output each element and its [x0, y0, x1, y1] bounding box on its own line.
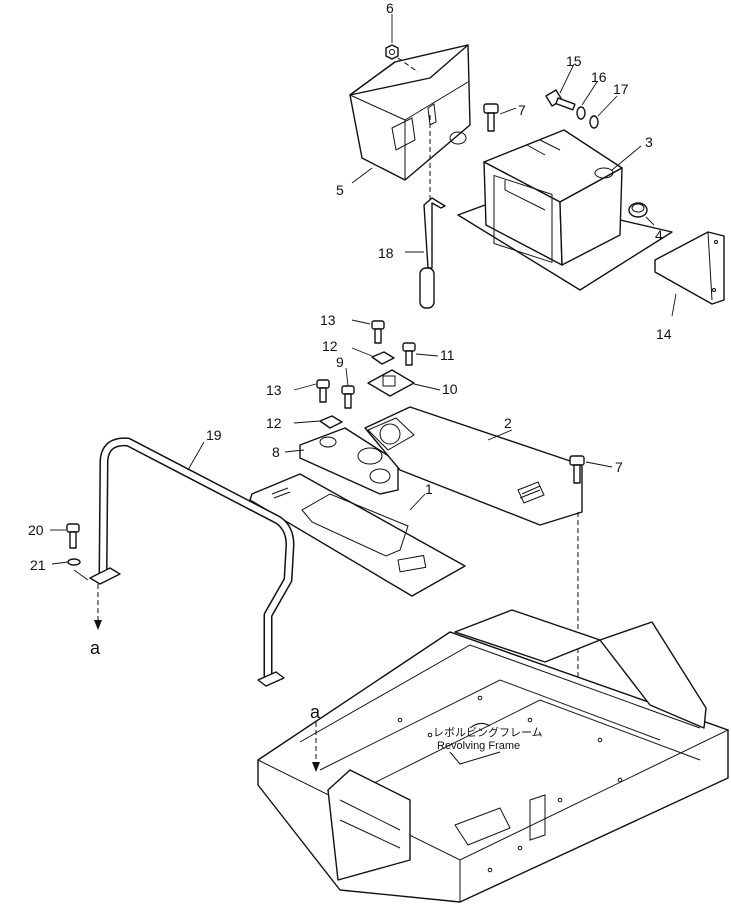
callout-13-lower: 13	[266, 382, 282, 398]
callout-2: 2	[504, 415, 512, 431]
part-15-bolt	[545, 89, 576, 111]
callout-13-upper: 13	[320, 312, 336, 328]
callout-1: 1	[425, 481, 433, 497]
part-7-bolt-lower	[569, 455, 585, 484]
callout-labels: 6 15 16 17 7 3 5 4 18 14 13 12 11 9 13 1…	[28, 0, 672, 752]
callout-12-lower: 12	[266, 415, 282, 431]
part-16-washer	[576, 106, 586, 120]
part-12-clip-lower	[319, 415, 343, 429]
reference-arrow-lower	[312, 762, 320, 772]
part-7-bolt-upper	[483, 103, 499, 132]
part-20-bolt	[66, 523, 80, 549]
part-10-cover	[367, 369, 415, 397]
part-5-tool-box	[349, 44, 471, 181]
callout-6: 6	[386, 0, 394, 16]
callout-8: 8	[272, 444, 280, 460]
part-2-cover-plate	[364, 406, 583, 526]
callout-15: 15	[566, 53, 582, 69]
part-4-cap	[628, 202, 648, 218]
frame-label-english: Revolving Frame	[437, 740, 520, 752]
part-18-rod	[419, 197, 446, 309]
reference-arrow-upper	[94, 620, 102, 630]
reference-mark-lower: a	[310, 702, 321, 722]
frame-label-japanese: レボルビングフレーム	[433, 725, 543, 739]
part-13-bolt-lower	[316, 379, 330, 403]
revolving-frame	[257, 609, 730, 903]
callout-19: 19	[206, 427, 222, 443]
part-6-nut	[385, 44, 419, 73]
callout-16: 16	[591, 69, 607, 85]
callout-17: 17	[613, 81, 629, 97]
callout-14: 14	[656, 326, 672, 342]
callout-7-upper: 7	[518, 102, 526, 118]
callout-5: 5	[336, 182, 344, 198]
callout-21: 21	[30, 557, 46, 573]
part-11-bolt	[402, 342, 416, 366]
part-3-box-assembly	[457, 129, 673, 291]
callout-10: 10	[442, 381, 458, 397]
part-17-washer	[589, 115, 599, 129]
part-21-lead	[73, 569, 89, 581]
callout-12-upper: 12	[322, 338, 338, 354]
callout-7-lower: 7	[615, 459, 623, 475]
part-21-washer	[67, 558, 81, 566]
part-8-plate	[299, 427, 399, 495]
part-12-clip-upper	[371, 351, 395, 365]
callout-18: 18	[378, 245, 394, 261]
callout-3: 3	[645, 134, 653, 150]
part-9-bolt	[341, 385, 355, 409]
leader-lines	[50, 14, 677, 565]
callout-9: 9	[336, 354, 344, 370]
part-19-handrail	[89, 437, 295, 687]
part-14-bracket	[654, 231, 725, 305]
callout-20: 20	[28, 522, 44, 538]
callout-11: 11	[440, 347, 455, 363]
reference-mark-upper: a	[90, 638, 101, 658]
callout-4: 4	[655, 227, 663, 243]
part-13-bolt-upper	[371, 320, 385, 344]
part-1-floor-panel	[249, 473, 466, 597]
